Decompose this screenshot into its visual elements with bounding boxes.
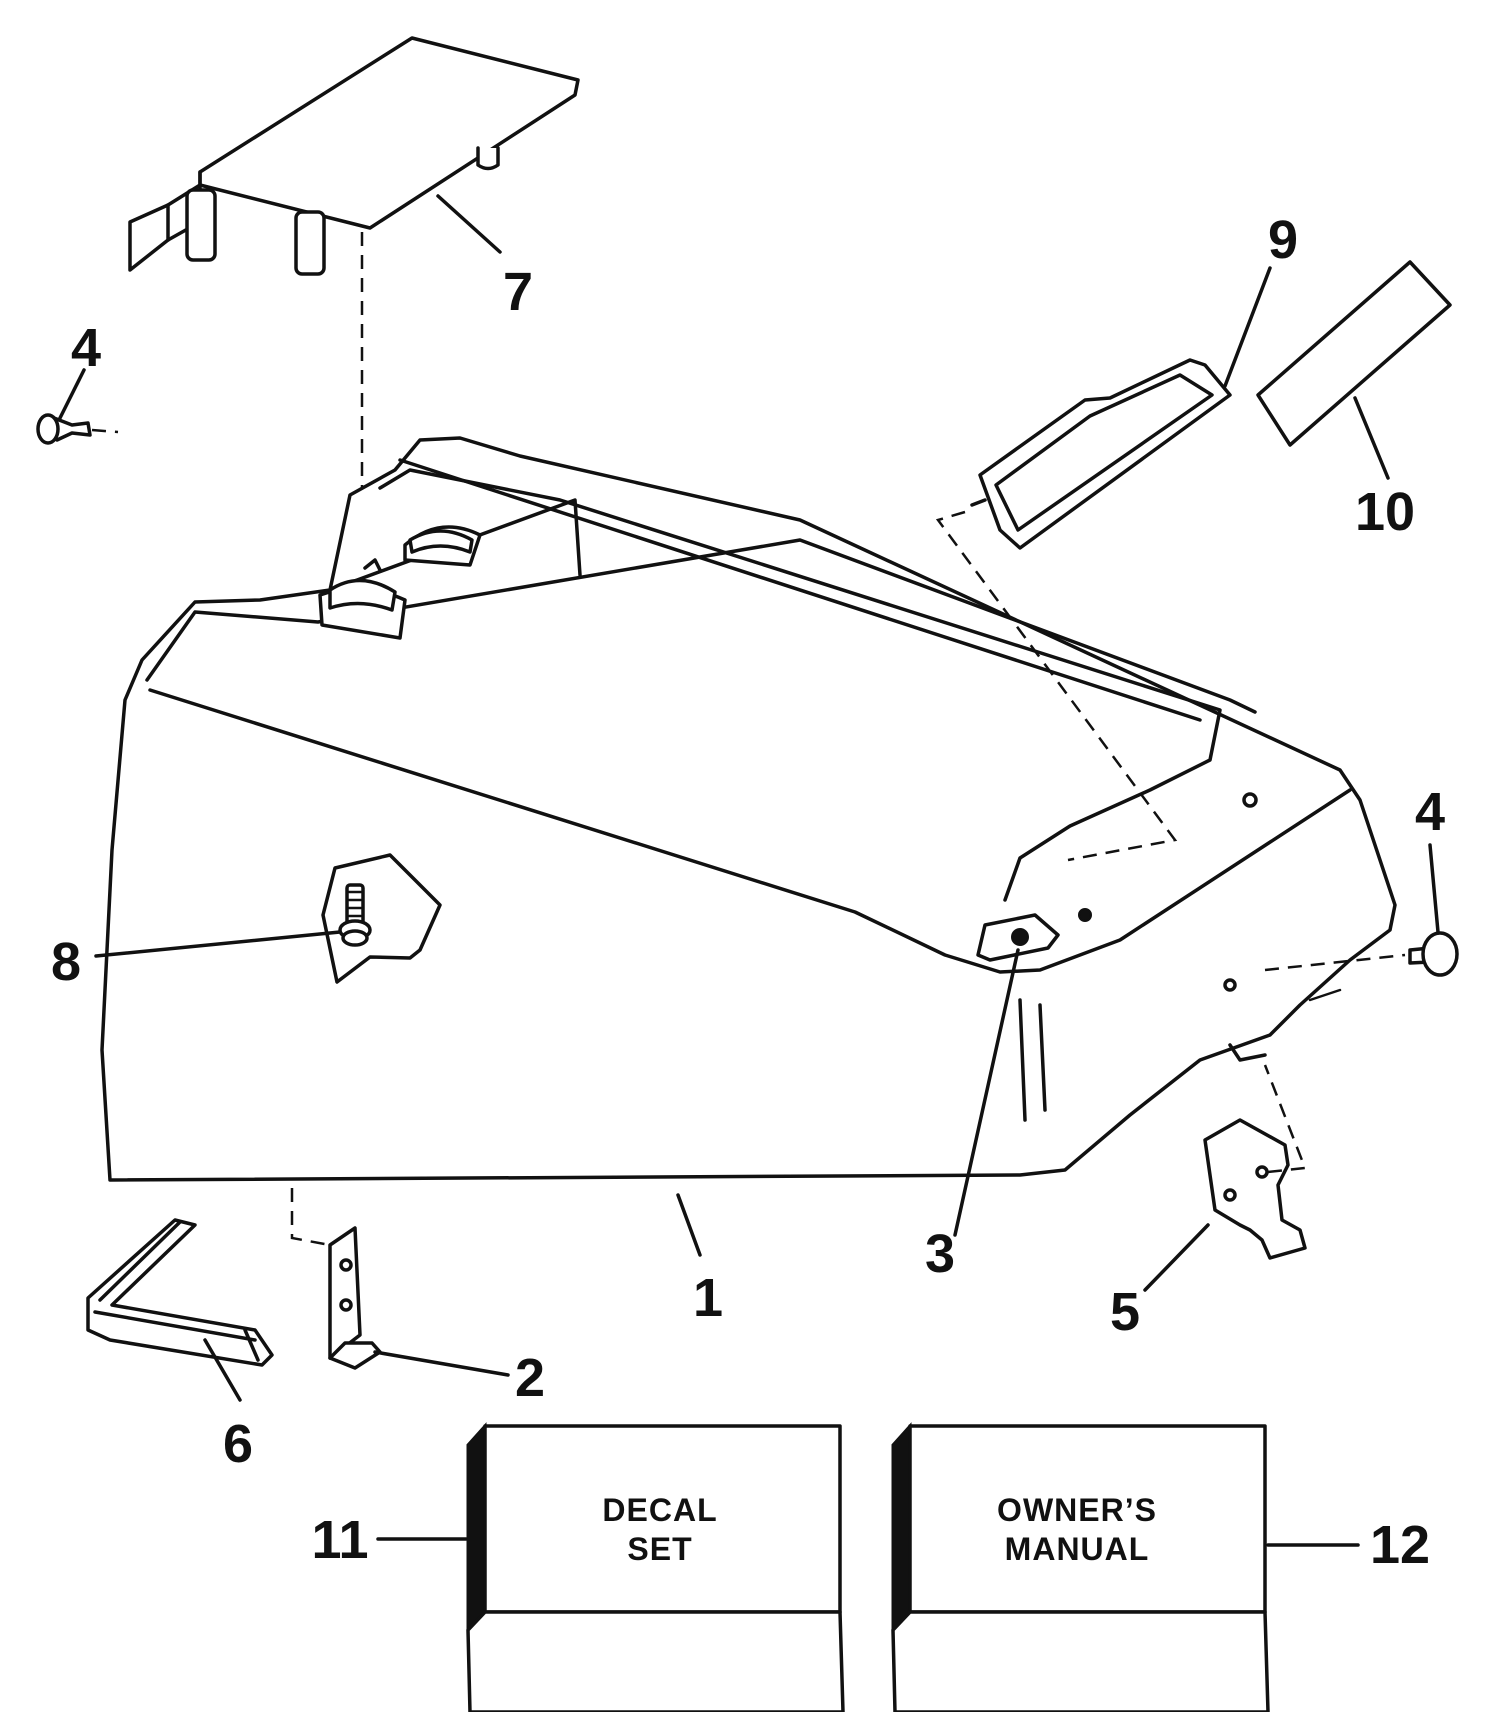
callout-1: 1 [693,1268,723,1328]
leader-6 [203,1338,242,1402]
callout-4-right: 4 [1415,782,1445,842]
leader-lines [58,194,1440,1547]
leader-2 [373,1350,510,1377]
owners-manual-line2: MANUAL [1005,1531,1150,1567]
callout-12: 12 [1370,1515,1430,1575]
callout-8: 8 [51,932,81,992]
part-4-right-plug [1408,931,1459,977]
part-6-seal [86,1218,274,1367]
leader-7 [436,194,502,254]
guide-line-5 [1263,1064,1307,1174]
leader-10 [1353,396,1390,480]
callout-6: 6 [223,1414,253,1474]
part-7-top-cap [128,36,580,276]
part-8-screw-and-plate [321,853,442,984]
leader-9 [1223,266,1272,388]
part-1-engine-cover [100,436,1397,1182]
callout-3: 3 [925,1224,955,1284]
part-10-decal-strip [1256,260,1452,447]
callout-7: 7 [503,262,533,322]
callout-11: 11 [311,1510,368,1570]
leader-8 [94,930,342,958]
guide-line-2 [290,1188,331,1247]
leader-1 [676,1193,702,1257]
callout-5: 5 [1110,1282,1140,1342]
part-9-gasket [970,358,1232,550]
decal-set-line1: DECAL [602,1492,717,1528]
leader-5 [1143,1223,1210,1292]
owners-manual-line1: OWNER’S [997,1492,1157,1528]
callout-10: 10 [1355,482,1415,542]
part-3-bracket [976,913,1060,962]
part-5-hook-bracket [1203,1118,1307,1260]
leader-4-left [58,368,86,420]
decal-set-line2: SET [627,1531,692,1567]
callout-2: 2 [515,1348,545,1408]
callout-numbers: 1 2 3 4 4 5 6 7 8 9 10 11 12 [51,210,1445,1575]
guide-line-4-right [1264,953,1406,972]
guide-line-4-left [91,428,119,434]
callout-9: 9 [1268,210,1298,270]
callout-4-left: 4 [71,318,101,378]
leader-4-right [1428,843,1440,934]
part-4-left-plug [36,413,92,445]
part-2-bracket [328,1226,382,1370]
leader-3 [953,948,1020,1237]
box-owners-manual: OWNER’S MANUAL [891,1422,1270,1712]
box-decal-set: DECAL SET [466,1422,845,1712]
